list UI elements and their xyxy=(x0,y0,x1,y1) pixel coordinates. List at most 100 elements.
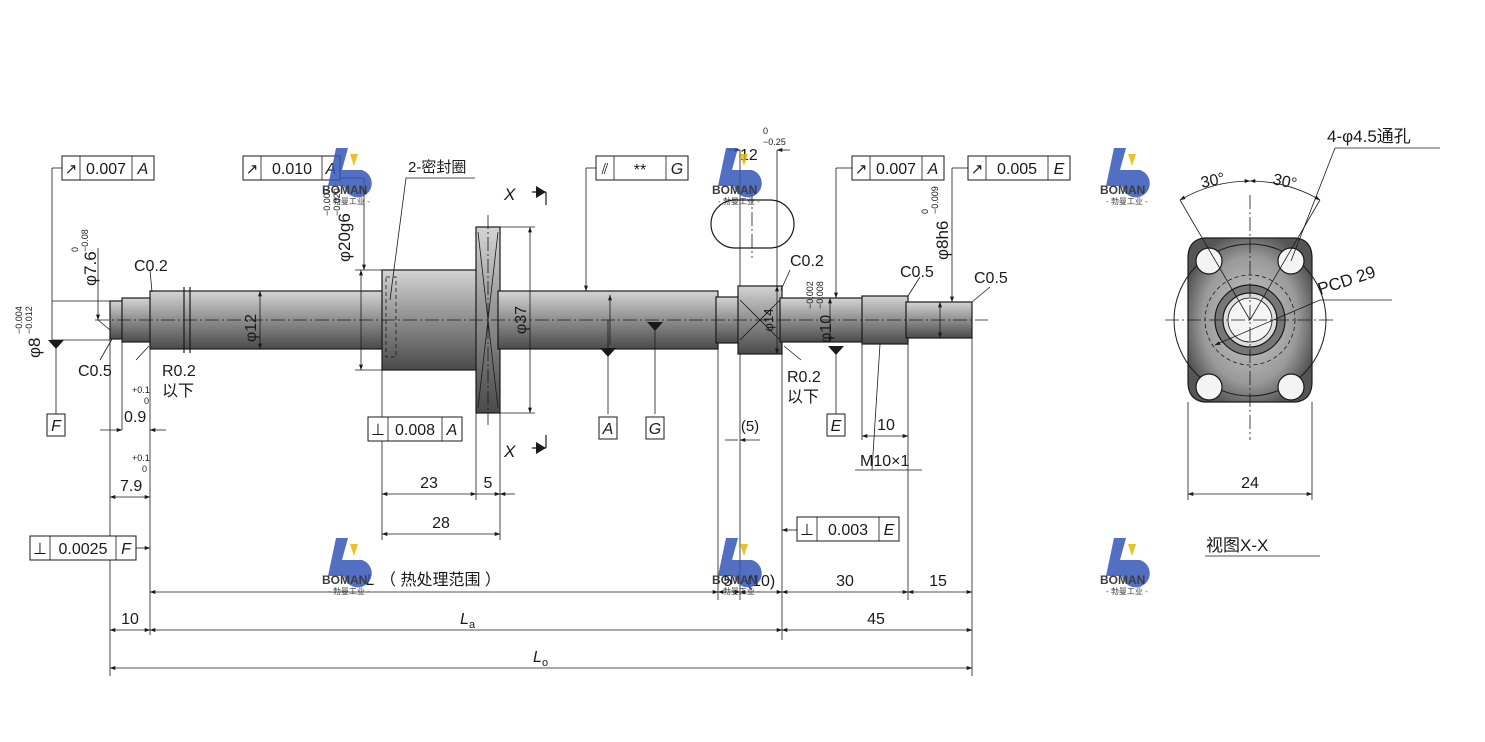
svg-text:−0.007: −0.007 xyxy=(322,188,332,216)
section-x-bottom: X xyxy=(503,442,516,461)
tolerance-frames: ↗ 0.007 A ↗ 0.010 A ⫽ ** G ↗ 0.007 A xyxy=(29,155,1071,561)
svg-text:0: 0 xyxy=(142,464,147,474)
runout-right1-frame: ↗ 0.007 A xyxy=(851,155,945,181)
dim-l10-left: 10 xyxy=(121,611,139,628)
datum-ref: F xyxy=(121,541,132,558)
radius-r02-right: R0.2 xyxy=(787,369,821,386)
dimension-values: φ8 −0.004 −0.012 φ7.6 0 −0.08 φ12 φ20g6 … xyxy=(14,126,1259,628)
watermark-logo: BOMAN - 勃曼工业 - xyxy=(322,538,372,596)
section-view-xx xyxy=(1165,147,1440,557)
svg-text:BOMAN: BOMAN xyxy=(322,573,367,587)
value: 0.007 xyxy=(86,161,126,178)
svg-text:−0.004: −0.004 xyxy=(14,306,24,334)
svg-text:−0.009: −0.009 xyxy=(930,186,940,214)
dim-l5b: 5 xyxy=(724,573,733,590)
ball-screw-shaft xyxy=(95,215,988,425)
svg-text:−0.08: −0.08 xyxy=(80,229,90,252)
svg-text:BOMAN: BOMAN xyxy=(1100,183,1145,197)
section-x-top: X xyxy=(503,185,516,204)
lh-symbol: L xyxy=(366,572,375,589)
datum-ref: G xyxy=(671,161,683,178)
value: 0.008 xyxy=(395,422,435,439)
value: 0.005 xyxy=(997,161,1037,178)
value: 0.0025 xyxy=(59,541,108,558)
svg-text:0.9: 0.9 xyxy=(124,409,146,426)
lo-symbol: L xyxy=(533,649,542,666)
perp-right-frame: ⊥ 0.003 E xyxy=(796,516,900,542)
symbol: ⊥ xyxy=(33,541,47,558)
perp-left-frame: ⊥ 0.0025 F xyxy=(29,535,137,561)
holes-label: 4-φ4.5通孔 xyxy=(1327,127,1411,146)
svg-text:−0.002: −0.002 xyxy=(805,281,815,309)
symbol: ⊥ xyxy=(371,422,385,439)
svg-text:φ8h6: φ8h6 xyxy=(933,221,952,260)
svg-text:−0.020: −0.020 xyxy=(332,188,342,216)
value: 0.007 xyxy=(876,161,916,178)
dim-l45: 45 xyxy=(867,611,885,628)
thread-label: M10×1 xyxy=(860,453,909,470)
watermarks: BOMAN - 勃曼工业 - BOMAN - 勃曼工业 - BOMAN - 勃曼… xyxy=(322,148,1150,596)
symbol: ↗ xyxy=(971,161,984,178)
symbol: ↗ xyxy=(855,161,868,178)
datum-triangles xyxy=(48,322,844,357)
dim-l24: 24 xyxy=(1241,475,1259,492)
watermark-logo: BOMAN - 勃曼工业 - xyxy=(712,538,762,596)
runout-mid-frame: ↗ 0.010 A xyxy=(242,155,341,181)
svg-text:0: 0 xyxy=(763,126,768,136)
value: 0.010 xyxy=(272,161,312,178)
chamfer-c05-left: C0.5 xyxy=(78,363,112,380)
dim-l28: 28 xyxy=(432,515,450,532)
svg-text:7.9: 7.9 xyxy=(120,478,142,495)
watermark-logo: BOMAN - 勃曼工业 - xyxy=(712,148,762,206)
datum-ref: A xyxy=(927,161,939,178)
svg-text:−0.008: −0.008 xyxy=(815,281,825,309)
datum-E: E xyxy=(831,418,842,435)
chamfer-c02-left: C0.2 xyxy=(134,258,168,275)
perp-flange-frame: ⊥ 0.008 A xyxy=(367,416,463,442)
dim-d37: φ37 xyxy=(513,306,530,334)
svg-text:- 勃曼工业 -: - 勃曼工业 - xyxy=(328,196,370,206)
svg-text:- 勃曼工业 -: - 勃曼工业 - xyxy=(1106,196,1148,206)
svg-text:- 勃曼工业 -: - 勃曼工业 - xyxy=(718,586,760,596)
la-symbol: L xyxy=(460,611,469,628)
chamfer-c05-right2: C0.5 xyxy=(974,270,1008,287)
svg-text:0: 0 xyxy=(920,209,930,214)
dim-d8h6: φ8h6 0 −0.009 xyxy=(920,186,952,260)
datum-ref: E xyxy=(884,522,895,539)
below-right: 以下 xyxy=(787,389,819,406)
watermark-logo: BOMAN - 勃曼工业 - xyxy=(322,148,372,206)
runout-left-frame: ↗ 0.007 A xyxy=(61,155,155,181)
svg-text:BOMAN: BOMAN xyxy=(322,183,367,197)
svg-text:φ10: φ10 xyxy=(818,315,835,343)
symbol: ⫽ xyxy=(601,161,609,178)
dim-w12: 12 0 −0.25 xyxy=(740,126,786,164)
datum-F: F xyxy=(51,418,62,435)
lo-subscript: o xyxy=(542,657,548,669)
datum-G: G xyxy=(649,421,661,438)
runout-right2-frame: ↗ 0.005 E xyxy=(967,155,1071,181)
svg-text:BOMAN: BOMAN xyxy=(712,573,757,587)
svg-text:−0.25: −0.25 xyxy=(763,137,786,147)
seal-hidden xyxy=(385,276,397,358)
view-xx-label: 视图X-X xyxy=(1206,536,1268,555)
svg-text:- 勃曼工业 -: - 勃曼工业 - xyxy=(1106,586,1148,596)
dim-l09: 0.9 +0.1 0 xyxy=(124,385,150,426)
value: ** xyxy=(634,162,646,179)
chamfer-c02-right: C0.2 xyxy=(790,253,824,270)
datum-ref: A xyxy=(325,161,337,178)
value: 0.003 xyxy=(828,522,868,539)
symbol: ↗ xyxy=(65,161,78,178)
dim-d20: φ20g6 −0.007 −0.020 xyxy=(322,188,354,262)
la-subscript: a xyxy=(469,619,476,631)
dim-d10: φ10 −0.002 −0.008 xyxy=(805,281,835,343)
dim-l23: 23 xyxy=(420,475,438,492)
below-left: 以下 xyxy=(162,383,194,400)
watermark-logo: BOMAN - 勃曼工业 - xyxy=(1100,538,1150,596)
svg-text:0: 0 xyxy=(144,396,149,406)
dim-d76: φ7.6 0 −0.08 xyxy=(70,229,100,286)
dim-d8-left: φ8 −0.004 −0.012 xyxy=(14,306,44,358)
watermark-logo: BOMAN - 勃曼工业 - xyxy=(1100,148,1150,206)
dim-l30: 30 xyxy=(836,573,854,590)
dim-d14: φ14 xyxy=(761,309,776,332)
